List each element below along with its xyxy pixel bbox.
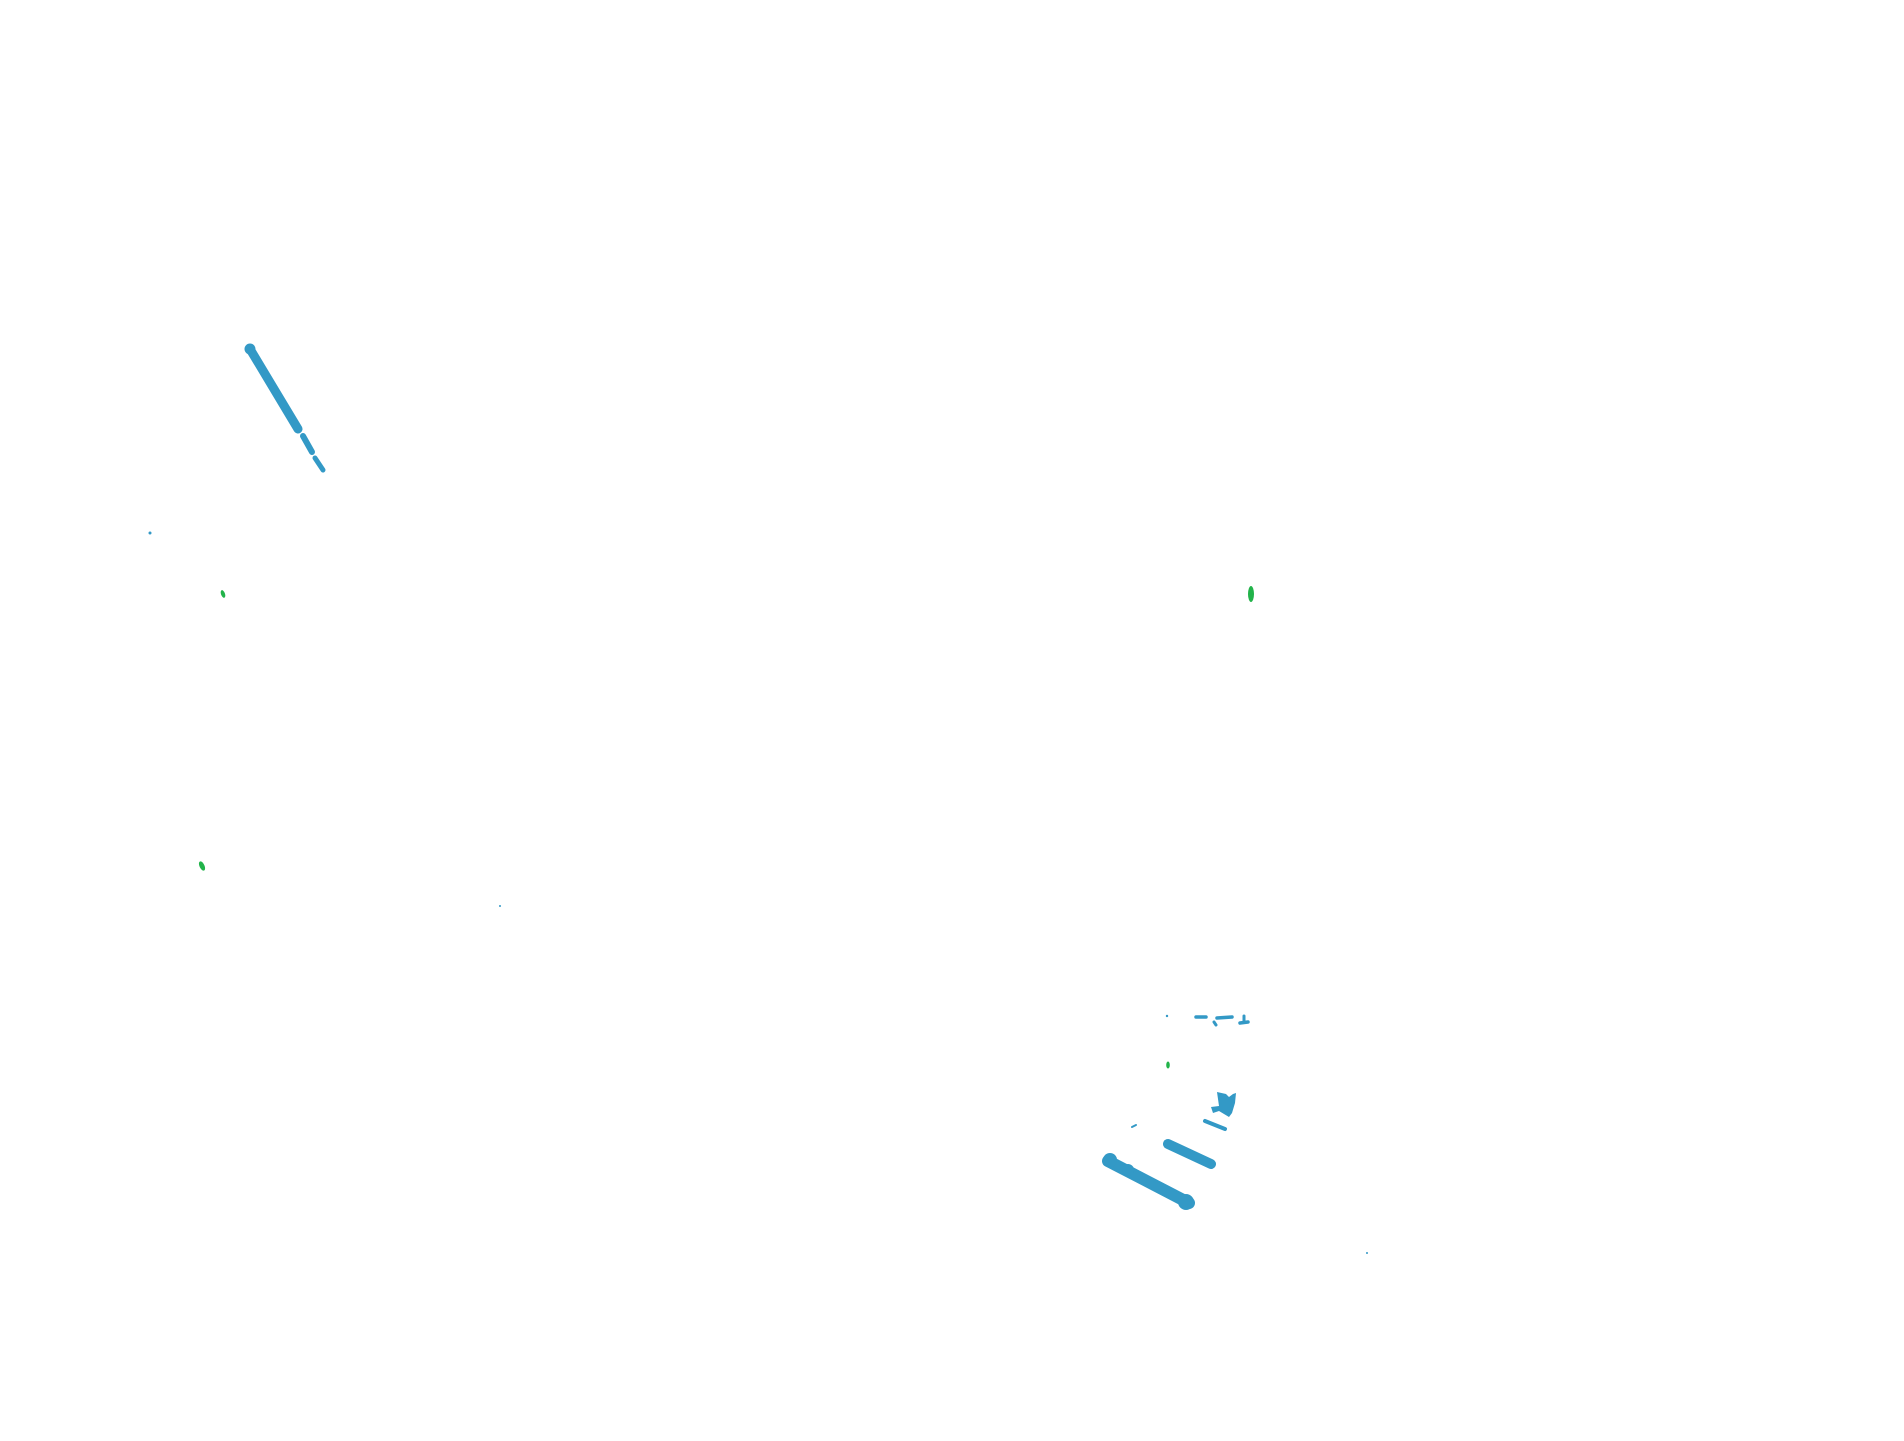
- cluster-top-dash-2: [1215, 1015, 1234, 1020]
- stroke-segment-tail: [312, 455, 326, 473]
- green-marks: [198, 586, 1254, 1069]
- green-mark-2: [1248, 586, 1254, 602]
- cluster-large-blob-mid: [1122, 1164, 1134, 1176]
- cluster-top-dash-4: [1212, 1020, 1218, 1027]
- cluster-bar-large: [1102, 1155, 1195, 1209]
- stroke-segment-mid: [300, 433, 315, 455]
- cluster-bar-short: [1203, 1119, 1227, 1131]
- stroke-cap: [244, 343, 256, 355]
- green-mark-3: [198, 861, 206, 871]
- speck-center: [499, 905, 501, 907]
- cluster-small-tick: [1131, 1124, 1137, 1128]
- cluster-large-blob-right: [1178, 1194, 1194, 1210]
- upper-left-blue-stroke: [244, 343, 326, 473]
- cluster-flag-shape: [1211, 1092, 1236, 1117]
- speck-right-lower: [1366, 1252, 1368, 1254]
- speck-left: [148, 531, 152, 535]
- green-mark-1: [220, 590, 226, 598]
- lower-right-blue-cluster: [1102, 1014, 1250, 1210]
- isolated-specks: [148, 531, 1368, 1254]
- cluster-bar-medium: [1163, 1139, 1216, 1169]
- cluster-large-blob-left: [1103, 1153, 1117, 1167]
- stroke-segment-main: [245, 344, 303, 434]
- green-mark-4: [1166, 1061, 1170, 1069]
- speck-near-cluster: [1165, 1014, 1169, 1018]
